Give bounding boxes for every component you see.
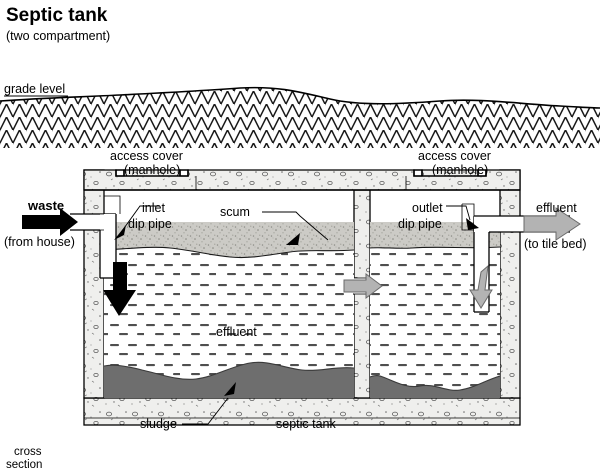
waste-inlet-arrow xyxy=(22,208,78,236)
access-cover-right xyxy=(413,169,487,177)
page-subtitle: (two compartment) xyxy=(6,29,110,43)
compartment-1-contents xyxy=(104,222,354,398)
label-access-cover-left-1: access cover xyxy=(110,149,183,163)
label-effluent-out: effluent xyxy=(536,201,577,215)
label-septic-tank: septic tank xyxy=(276,417,337,431)
label-effluent-interior: effluent xyxy=(216,325,257,339)
label-inlet-2: dip pipe xyxy=(128,217,172,231)
right-wall xyxy=(500,170,520,398)
label-waste: waste xyxy=(27,198,64,213)
label-effluent-dest: (to tile bed) xyxy=(524,237,587,251)
effluent-outlet-arrow xyxy=(523,207,581,241)
label-access-cover-right-1: access cover xyxy=(418,149,491,163)
top-slab xyxy=(83,169,521,191)
label-outlet-1: outlet xyxy=(412,201,443,215)
compartment-transfer-arrow xyxy=(343,273,383,299)
label-outlet-2: dip pipe xyxy=(398,217,442,231)
access-cover-left xyxy=(115,169,189,177)
left-wall xyxy=(84,170,104,398)
label-scum: scum xyxy=(220,205,250,219)
caption-line-1: cross xyxy=(14,446,42,458)
label-sludge: sludge xyxy=(140,417,177,431)
label-access-cover-left-2: (manhole) xyxy=(124,163,180,177)
sludge-leader xyxy=(182,382,236,425)
outlet-leader xyxy=(446,205,479,230)
scum-leader xyxy=(262,211,329,245)
scum-layer-2 xyxy=(370,222,500,249)
inlet-leader xyxy=(114,205,160,240)
sludge-layer-1 xyxy=(104,362,354,398)
label-grade-level: grade level xyxy=(4,82,65,96)
inlet-piping xyxy=(70,195,121,279)
inlet-downflow-arrow xyxy=(103,262,136,316)
page-title: Septic tank xyxy=(6,5,108,26)
label-access-cover-right-2: (manhole) xyxy=(432,163,488,177)
caption-line-2: section xyxy=(6,459,42,471)
bottom-slab xyxy=(84,398,520,425)
ground-band xyxy=(0,86,600,148)
label-waste-source: (from house) xyxy=(4,235,75,249)
label-inlet-1: inlet xyxy=(142,201,165,215)
scum-layer-1 xyxy=(104,222,354,258)
